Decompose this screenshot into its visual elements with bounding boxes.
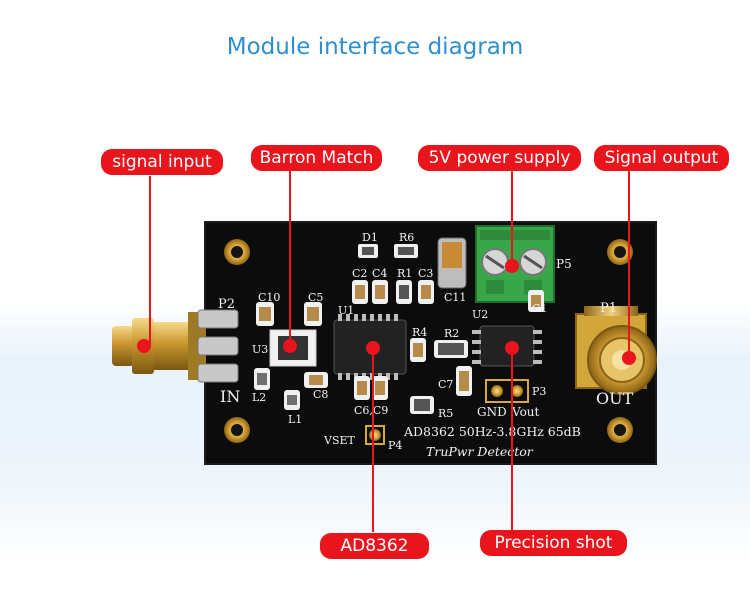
smd-components (254, 244, 544, 414)
dot-ad8362 (366, 341, 380, 355)
silk-u3: U3 (252, 343, 268, 356)
callout-leaders (149, 170, 630, 532)
silk-r5: R5 (438, 407, 453, 420)
callout-precision-shot: Precision shot (480, 530, 627, 556)
silk-l2: L2 (252, 391, 266, 404)
silk-r1: R1 (397, 267, 412, 280)
silk-c10: C10 (258, 291, 280, 304)
callout-power-supply: 5V power supply (418, 145, 581, 171)
silk-c3: C3 (418, 267, 433, 280)
callout-ad8362: AD8362 (320, 533, 429, 559)
silk-c5: C5 (308, 291, 323, 304)
silk-in: IN (220, 387, 240, 406)
page-title: Module interface diagram (226, 34, 524, 60)
silk-r4: R4 (412, 326, 427, 339)
callout-barron-match: Barron Match (251, 145, 382, 171)
silk-d1: D1 (362, 231, 378, 244)
silk-c2: C2 (352, 267, 367, 280)
silk-vset: VSET (323, 434, 356, 447)
silk-p4: P4 (388, 439, 402, 452)
silk-c6-c9: C6,C9 (354, 404, 388, 417)
silk-r6: R6 (399, 231, 414, 244)
sma-output-connector (575, 306, 657, 395)
silk-c11: C11 (444, 291, 466, 304)
dot-signal-output (622, 351, 636, 365)
silk-r2: R2 (444, 327, 459, 340)
silk-out: OUT (596, 389, 634, 408)
silk-l1: L1 (288, 413, 302, 426)
silk-p2: P2 (218, 297, 235, 312)
callout-signal-input: signal input (101, 149, 223, 175)
silk-vout: Vout (511, 405, 540, 419)
sma-input-connector (112, 309, 239, 383)
dot-barron-match (283, 339, 297, 353)
mounting-hole-top-right (607, 239, 633, 265)
header-p3 (485, 379, 529, 403)
mounting-hole-bottom-left (224, 417, 250, 443)
mounting-hole-bottom-right (607, 417, 633, 443)
mounting-hole-top-left (224, 239, 250, 265)
silk-board-line2: TruPwr Detector (426, 444, 534, 459)
capacitor-c11 (437, 237, 467, 289)
silk-c4: C4 (372, 267, 387, 280)
silk-p1: P1 (600, 301, 617, 316)
callout-dots (137, 259, 636, 365)
power-screw-terminal (475, 225, 555, 303)
silk-c1: C1 (532, 302, 547, 315)
silk-c8: C8 (313, 388, 328, 401)
silk-board-line1: AD8362 50Hz-3.8GHz 65dB (403, 424, 581, 439)
silk-p3: P3 (532, 385, 546, 398)
silk-gnd: GND (477, 405, 507, 419)
silk-u1: U1 (338, 304, 354, 317)
silk-c7: C7 (438, 378, 453, 391)
dot-power-supply (505, 259, 519, 273)
dot-signal-input (137, 339, 151, 353)
silk-p5: P5 (556, 257, 572, 271)
silk-u2: U2 (472, 308, 488, 321)
dot-precision-shot (505, 341, 519, 355)
callout-signal-output: Signal output (594, 145, 729, 171)
